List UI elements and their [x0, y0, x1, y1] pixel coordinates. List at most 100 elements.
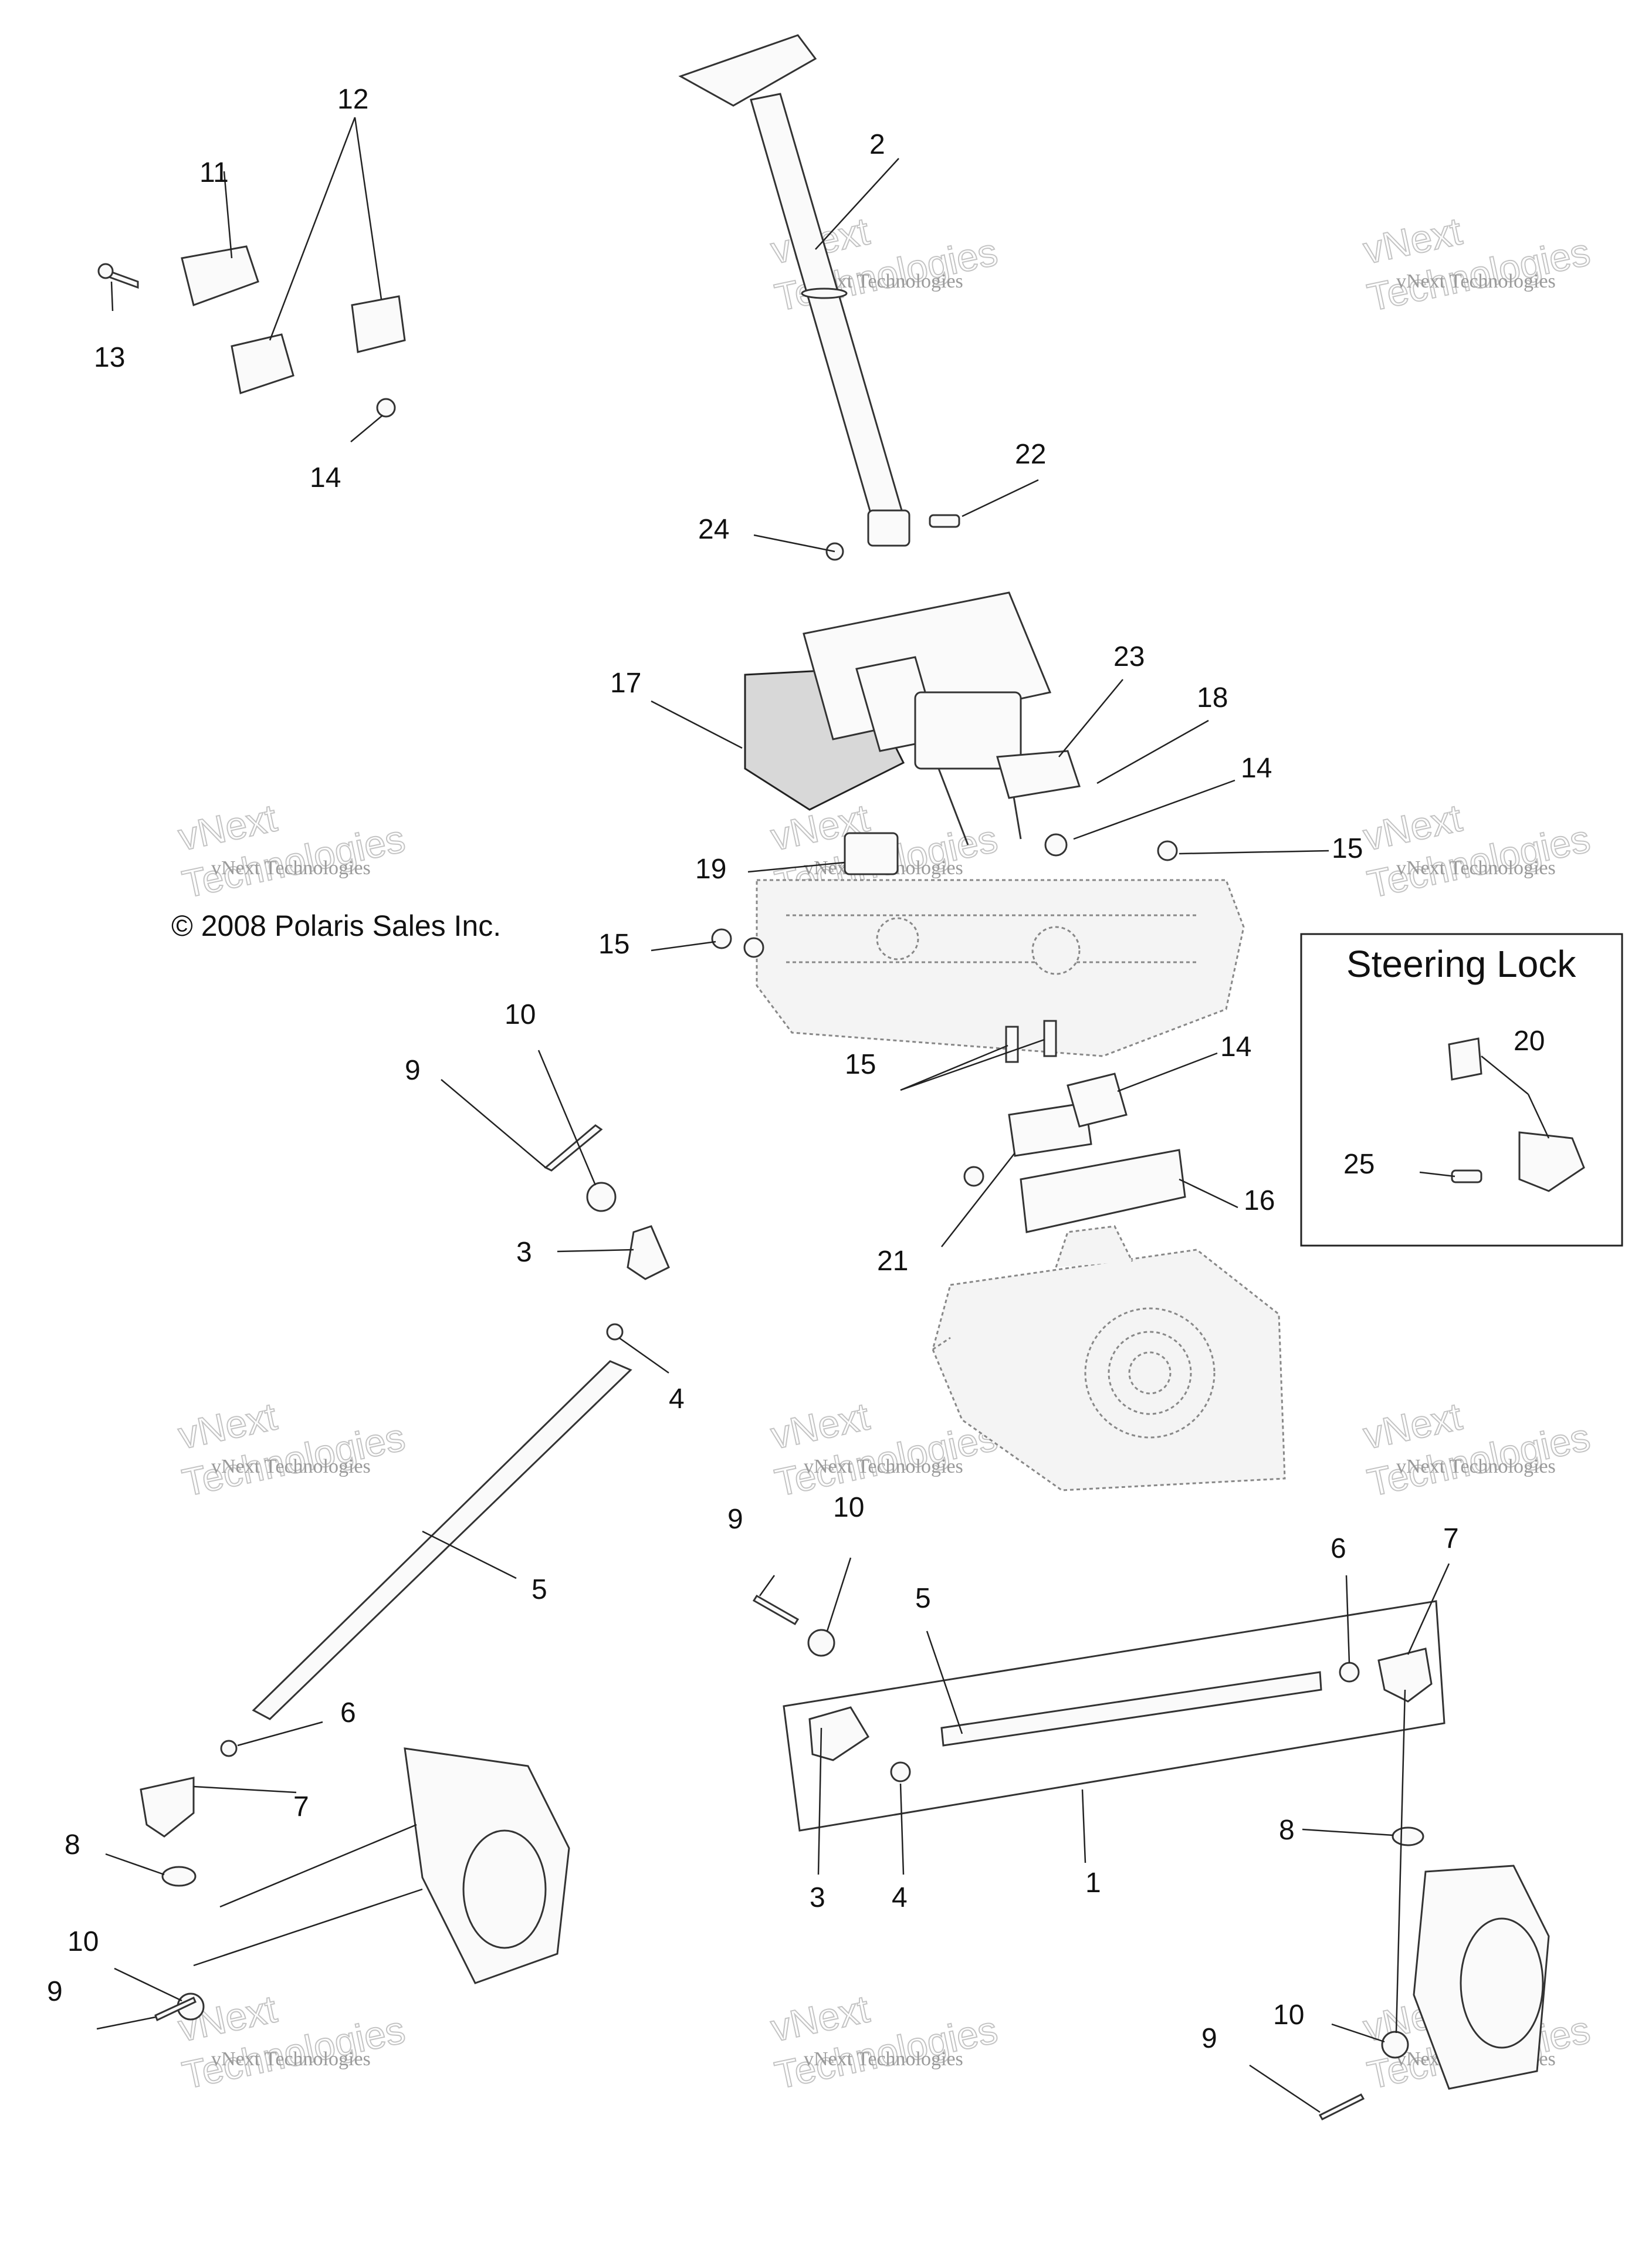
- callout-9-upper-left: 9: [405, 1055, 421, 1086]
- bushing-right: [351, 295, 406, 353]
- callout-25: 25: [1343, 1149, 1375, 1180]
- frame-crossmember: [756, 879, 1245, 1057]
- jam-nut-6-left: [220, 1740, 238, 1757]
- bracket-19: [844, 832, 899, 875]
- castle-nut-10-left: [586, 1182, 617, 1212]
- washer-8-left: [161, 1866, 197, 1887]
- clamp-nut: [376, 398, 396, 418]
- block-14-lower: [1067, 1073, 1128, 1128]
- callout-3-right: 3: [810, 1882, 825, 1913]
- cotter-pin-9-right-upper: [752, 1594, 800, 1626]
- copyright-text: © 2008 Polaris Sales Inc.: [171, 909, 501, 942]
- watermark-caption: vNext Technologies: [211, 857, 371, 879]
- callout-5-left: 5: [532, 1574, 547, 1605]
- bolt-15-right: [1157, 840, 1178, 861]
- tie-rod-end-7-left: [140, 1777, 195, 1838]
- steering-column: [678, 34, 910, 547]
- bolt-15-lower-a: [1005, 1026, 1019, 1063]
- bolt-22: [929, 514, 960, 528]
- lock-screw-25: [1451, 1169, 1482, 1183]
- watermark-3: vNext Technologies vNext Technologies: [1359, 208, 1595, 320]
- castle-nut-10-right-lower: [1381, 2031, 1409, 2059]
- eps-unit: [744, 591, 1052, 845]
- steering-lock-inset: Steering Lock: [1300, 933, 1623, 1247]
- watermark-caption: vNext Technologies: [1396, 1456, 1556, 1477]
- tie-rod-end-3-left: [627, 1225, 670, 1280]
- bracket-18: [996, 750, 1081, 799]
- callout-16: 16: [1244, 1185, 1275, 1216]
- jam-nut-4-left: [606, 1323, 624, 1341]
- leader-lines: [96, 117, 1550, 2113]
- column-hardware: [711, 514, 1178, 958]
- lower-mount-group: [963, 1020, 1186, 1233]
- callout-22: 22: [1015, 439, 1046, 470]
- callout-15-left: 15: [598, 929, 629, 960]
- castle-nut-10-right-upper: [807, 1629, 835, 1657]
- callout-labels: 2 22 24 23 18 17 14 15 19 15 15 14 16 21…: [47, 84, 1545, 2054]
- callout-20: 20: [1514, 1026, 1545, 1057]
- watermark-caption: vNext Technologies: [804, 1456, 963, 1477]
- washer-8-right: [1392, 1826, 1424, 1846]
- watermark-caption: vNext Technologies: [804, 2048, 963, 2070]
- callout-7-left: 7: [293, 1791, 309, 1822]
- inset-title: Steering Lock: [1346, 943, 1576, 985]
- callout-3-left: 3: [516, 1237, 532, 1268]
- tie-rod-assembly-box: [783, 1600, 1446, 1832]
- callout-9-right-lower: 9: [1201, 2023, 1217, 2054]
- callout-23: 23: [1113, 641, 1145, 672]
- callout-10-lower-left: 10: [67, 1926, 99, 1957]
- watermark-10: vNext Technologies vNext Technologies: [767, 1986, 1002, 2098]
- watermark-caption: vNext Technologies: [1396, 270, 1556, 292]
- cotter-pin-9-right-lower: [1318, 2093, 1365, 2120]
- cotter-pin-9-lower-left: [154, 1996, 197, 2022]
- lock-body-20: [1518, 1131, 1585, 1192]
- callout-6-right: 6: [1331, 1533, 1346, 1564]
- callout-4-right: 4: [892, 1882, 908, 1913]
- front-gearcase: [932, 1225, 1286, 1491]
- watermark-5: vNext Technologies vNext Technologies: [1359, 795, 1595, 906]
- jam-nut-6-right: [1339, 1662, 1360, 1683]
- watermark-6: vNext Technologies vNext Technologies: [174, 1393, 409, 1505]
- tie-rod-tube-5-left: [252, 1360, 632, 1720]
- watermark-caption: vNext Technologies: [211, 2048, 371, 2070]
- watermark-caption: vNext Technologies: [1396, 857, 1556, 879]
- callout-15-lower: 15: [845, 1049, 876, 1080]
- callout-11: 11: [199, 157, 229, 188]
- tie-rod-end-7-right: [1377, 1648, 1433, 1703]
- tie-rod-tube-5-right: [940, 1671, 1322, 1747]
- tie-rod-end-3-right: [808, 1706, 870, 1761]
- callout-10-right-lower: 10: [1273, 2000, 1304, 2031]
- callout-4-left: 4: [669, 1383, 685, 1415]
- inset-frame: [1300, 933, 1623, 1247]
- jam-nut-4-right: [890, 1761, 911, 1782]
- bracket-21: [1008, 1102, 1092, 1157]
- bolt-15-lower-b: [1043, 1020, 1057, 1057]
- callout-14-upper: 14: [1241, 753, 1272, 784]
- callout-9-lower-left: 9: [47, 1976, 63, 2007]
- callout-14-clamp: 14: [310, 462, 341, 493]
- callout-17: 17: [610, 668, 641, 699]
- callout-12: 12: [337, 84, 368, 115]
- column-clamp-group: [97, 245, 406, 418]
- left-tie-rod: [140, 1124, 670, 2022]
- callout-13: 13: [94, 342, 125, 373]
- cotter-pin-9-left: [544, 1124, 603, 1172]
- right-tie-rod: [752, 1594, 1550, 2120]
- lock-key-20: [1448, 1037, 1482, 1081]
- bushing-left: [231, 333, 294, 394]
- bolt-14-upper: [1044, 833, 1068, 857]
- callout-9-right-upper: 9: [727, 1504, 743, 1535]
- skid-plate-16: [1020, 1149, 1186, 1233]
- callout-6-left: 6: [340, 1697, 356, 1728]
- callout-24: 24: [698, 514, 729, 545]
- callout-10-upper-left: 10: [505, 999, 536, 1030]
- callout-5-right: 5: [915, 1583, 931, 1614]
- callout-7-right: 7: [1443, 1523, 1459, 1554]
- callout-10-right-upper: 10: [833, 1492, 864, 1523]
- callout-21: 21: [877, 1246, 908, 1277]
- callout-19: 19: [695, 854, 726, 885]
- watermark-caption: vNext Technologies: [211, 1456, 371, 1477]
- callout-2: 2: [869, 129, 885, 160]
- callout-18: 18: [1197, 682, 1228, 713]
